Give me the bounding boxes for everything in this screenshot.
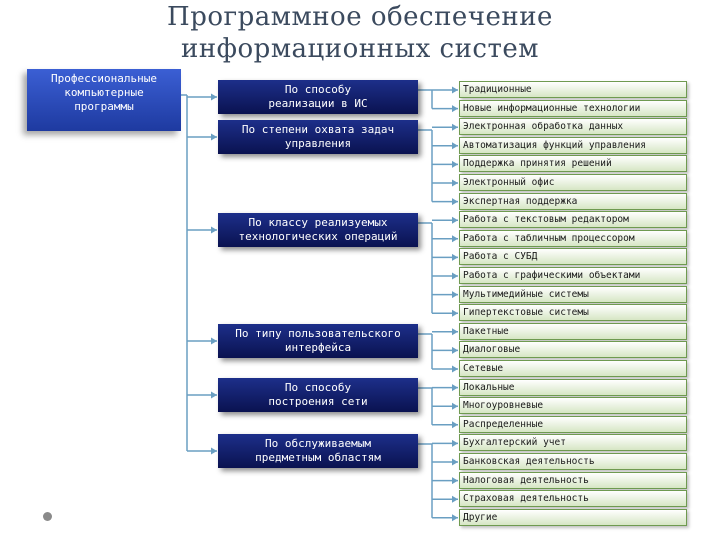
leaf-item: Работа с графическими объектами (459, 267, 687, 284)
root-label-line: программы (74, 100, 134, 113)
arrowhead (452, 328, 458, 336)
leaf-item: Электронная обработка данных (459, 118, 687, 136)
arrowhead (452, 291, 458, 299)
arrowhead (452, 495, 458, 503)
arrowhead (452, 402, 458, 410)
leaf-item: Страховая деятельность (459, 490, 687, 508)
arrowhead (452, 235, 458, 243)
leaf-item: Работа с текстовым редактором (459, 211, 687, 229)
leaf-item: Пакетные (459, 322, 687, 340)
category-label-line: реализации в ИС (268, 97, 368, 110)
root-node: Профессиональные компьютерные программы (27, 69, 181, 131)
arrowhead (452, 384, 458, 392)
leaf-item: Новые информационные технологии (459, 99, 687, 117)
arrowhead (452, 346, 458, 354)
leaf-item: Диалоговые (459, 341, 687, 359)
category-label-line: По типу пользовательского (235, 327, 401, 340)
category-label-line: построения сети (268, 395, 368, 408)
arrowhead (452, 160, 458, 168)
arrowhead (452, 421, 458, 429)
arrowhead (211, 133, 217, 141)
leaf-item: Традиционные (459, 81, 687, 98)
arrowhead (452, 142, 458, 150)
category-label-line: По обслуживаемым (265, 437, 371, 450)
category-label-line: технологических операций (238, 230, 398, 243)
leaf-item: Налоговая деятельность (459, 471, 687, 489)
arrowhead (452, 179, 458, 187)
arrowhead (452, 123, 458, 131)
category-label-line: По способу (284, 83, 352, 96)
arrowhead (452, 272, 458, 280)
leaf-item: Электронный офис (459, 174, 687, 191)
arrowhead (211, 93, 217, 101)
category-label-line: По степени охвата задач (241, 123, 395, 136)
category-label-line: управления (284, 137, 352, 150)
leaf-item: Многоуровневые (459, 397, 687, 415)
arrowhead (452, 514, 458, 522)
slide-bullet (43, 512, 52, 521)
leaf-item: Другие (459, 508, 687, 526)
arrowhead (211, 226, 217, 234)
category-label-line: предметным областям (255, 451, 381, 464)
page-title-line-1: Программное обеспечение (167, 2, 553, 32)
arrowhead (452, 439, 458, 447)
arrowhead (452, 458, 458, 466)
arrowhead (211, 391, 217, 399)
leaf-item: Работа с СУБД (459, 248, 687, 266)
category-label-line: По классу реализуемых (248, 216, 388, 229)
leaf-item: Распределенные (459, 415, 687, 433)
arrowhead (452, 365, 458, 373)
leaf-item: Мультимедийные системы (459, 285, 687, 303)
category-label-line: интерфейса (284, 341, 352, 354)
leaf-item: Гипертекстовые системы (459, 304, 687, 322)
leaf-item: Банковская деятельность (459, 453, 687, 470)
arrowhead (452, 253, 458, 261)
arrowhead (211, 447, 217, 455)
leaf-item: Сетевые (459, 360, 687, 377)
leaf-item: Работа с табличным процессором (459, 229, 687, 247)
arrowhead (452, 198, 458, 206)
arrowhead (452, 309, 458, 317)
leaf-item: Локальные (459, 378, 687, 396)
arrowhead (452, 477, 458, 485)
leaf-item: Поддержка принятия решений (459, 155, 687, 173)
leaf-item: Экспертная поддержка (459, 192, 687, 210)
arrowhead (452, 216, 458, 224)
arrowhead (452, 105, 458, 113)
arrowhead (452, 86, 458, 94)
arrowhead (211, 337, 217, 345)
leaf-item: Бухгалтерский учет (459, 434, 687, 452)
category-label-line: По способу (284, 381, 352, 394)
leaf-item: Автоматизация функций управления (459, 136, 687, 154)
root-label-line: компьютерные (64, 86, 144, 99)
root-label-line: Профессиональные (51, 72, 157, 85)
page-title-line-2: информационных систем (181, 34, 539, 64)
